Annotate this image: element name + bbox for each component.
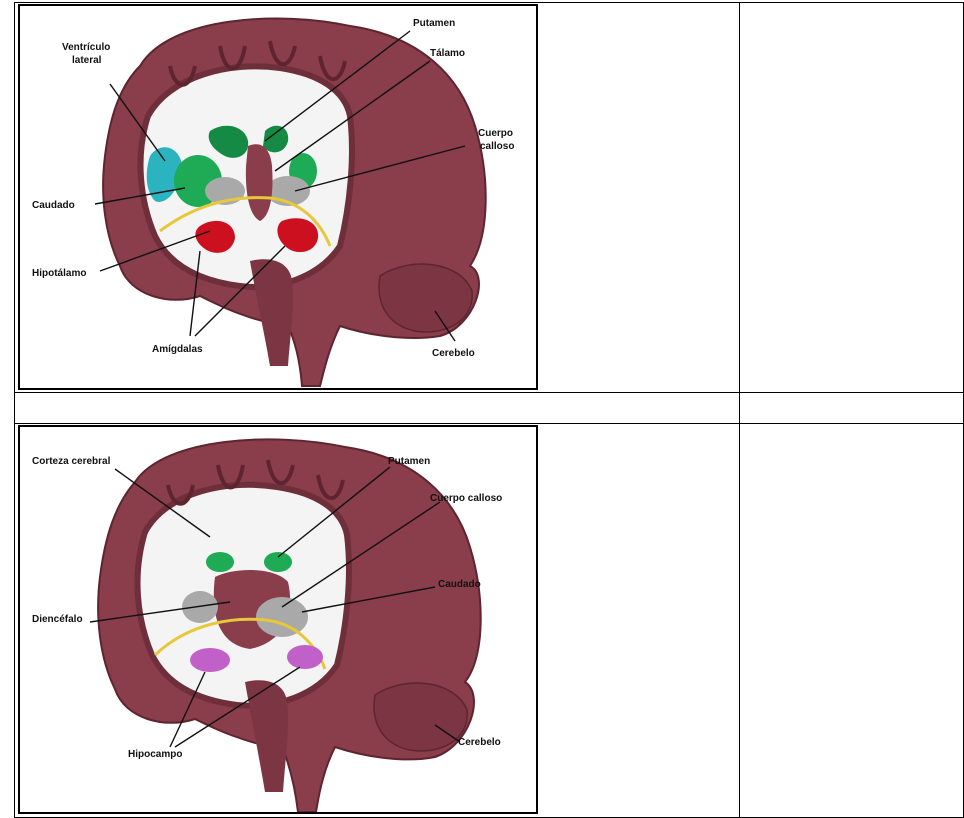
label-cuerpo-calloso: Cuerpo calloso	[430, 493, 502, 504]
table-cell-r2c1	[14, 392, 740, 424]
brain-illustration-2: Corteza cerebral Putamen Cuerpo calloso …	[20, 427, 538, 814]
putamen-right-shape-2	[264, 552, 292, 572]
caudate-gray-right	[256, 597, 308, 637]
label-amigdalas: Amígdalas	[152, 344, 203, 355]
label-caudado-2: Caudado	[438, 579, 481, 590]
label-cerebelo: Cerebelo	[432, 348, 475, 359]
label-hipocampo: Hipocampo	[128, 749, 182, 760]
brain-figure-1: Ventrículo lateral Putamen Tálamo Cuerpo…	[18, 4, 538, 390]
label-corteza: Corteza cerebral	[32, 456, 111, 467]
caudate-gray-left	[182, 591, 218, 623]
label-putamen-2: Putamen	[388, 456, 430, 467]
label-ventriculo-line1: Ventrículo	[62, 42, 110, 53]
brain-figure-2: Corteza cerebral Putamen Cuerpo calloso …	[18, 425, 538, 814]
brain-illustration-1: Ventrículo lateral Putamen Tálamo Cuerpo…	[20, 6, 538, 390]
label-talamo: Tálamo	[430, 48, 465, 59]
table-cell-r3c2	[739, 423, 964, 818]
label-hipotalamo: Hipotálamo	[32, 268, 86, 279]
label-diencefalo: Diencéfalo	[32, 614, 83, 625]
hippocampus-left-shape	[190, 648, 230, 672]
hippocampus-right-shape	[287, 645, 323, 669]
table-cell-r1c2	[739, 2, 964, 393]
label-ventriculo-line2: lateral	[72, 55, 102, 66]
label-caudado: Caudado	[32, 200, 75, 211]
label-cuerpo-line1: Cuerpo	[478, 128, 513, 139]
label-cuerpo-line2: calloso	[480, 141, 514, 152]
table-cell-r2c2	[739, 392, 964, 424]
label-putamen: Putamen	[413, 18, 455, 29]
putamen-left-shape-2	[206, 552, 234, 572]
label-cerebelo-2: Cerebelo	[458, 737, 501, 748]
